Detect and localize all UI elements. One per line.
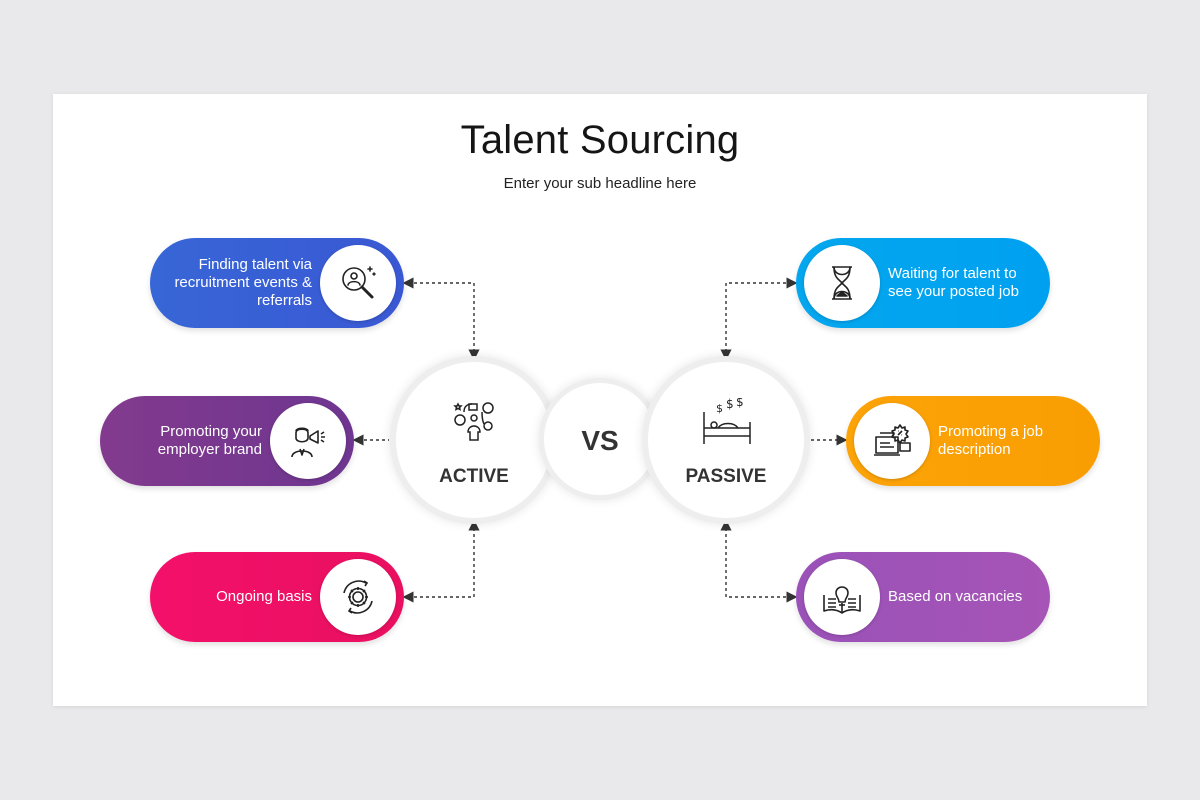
active-item-3-text: Ongoing basis (216, 588, 312, 605)
passive-item-1: Waiting for talent to see your posted jo… (796, 238, 1050, 328)
megaphone-person-icon (270, 403, 346, 479)
active-item-2: Promoting your employer brand (100, 396, 354, 486)
passive-item-3-text: Based on vacancies (888, 588, 1023, 605)
passive-label: PASSIVE (685, 466, 767, 487)
active-item-2-text: Promoting your employer brand (157, 423, 262, 458)
hourglass-icon (804, 245, 880, 321)
passive-circle: $ $ $ PASSIVE (642, 356, 810, 524)
passive-item-3: Based on vacancies (796, 552, 1050, 642)
passive-item-2-text: Promoting a job description (938, 423, 1044, 458)
active-network-icon (452, 400, 496, 444)
active-item-1: Finding talent via recruitment events & … (150, 238, 404, 328)
magnifier-person-icon (320, 245, 396, 321)
active-label: ACTIVE (439, 466, 509, 487)
active-item-3: Ongoing basis (150, 552, 404, 642)
lightbulb-book-icon (804, 559, 880, 635)
active-item-1-text: Finding talent via recruitment events & … (174, 256, 312, 309)
svg-text:$: $ (726, 398, 734, 411)
active-circle: ACTIVE (390, 356, 558, 524)
bed-money-icon: $ $ $ (700, 395, 754, 446)
page-title: Talent Sourcing (460, 118, 740, 162)
vs-label: VS (581, 425, 619, 456)
page-subtitle: Enter your sub headline here (503, 175, 697, 192)
svg-text:$: $ (716, 402, 723, 415)
passive-item-1-text: Waiting for talent to see your posted jo… (888, 265, 1019, 300)
gear-cycle-icon (320, 559, 396, 635)
svg-text:$: $ (736, 398, 744, 409)
job-ad-icon (854, 403, 930, 479)
passive-item-2: Promoting a job description (846, 396, 1100, 486)
